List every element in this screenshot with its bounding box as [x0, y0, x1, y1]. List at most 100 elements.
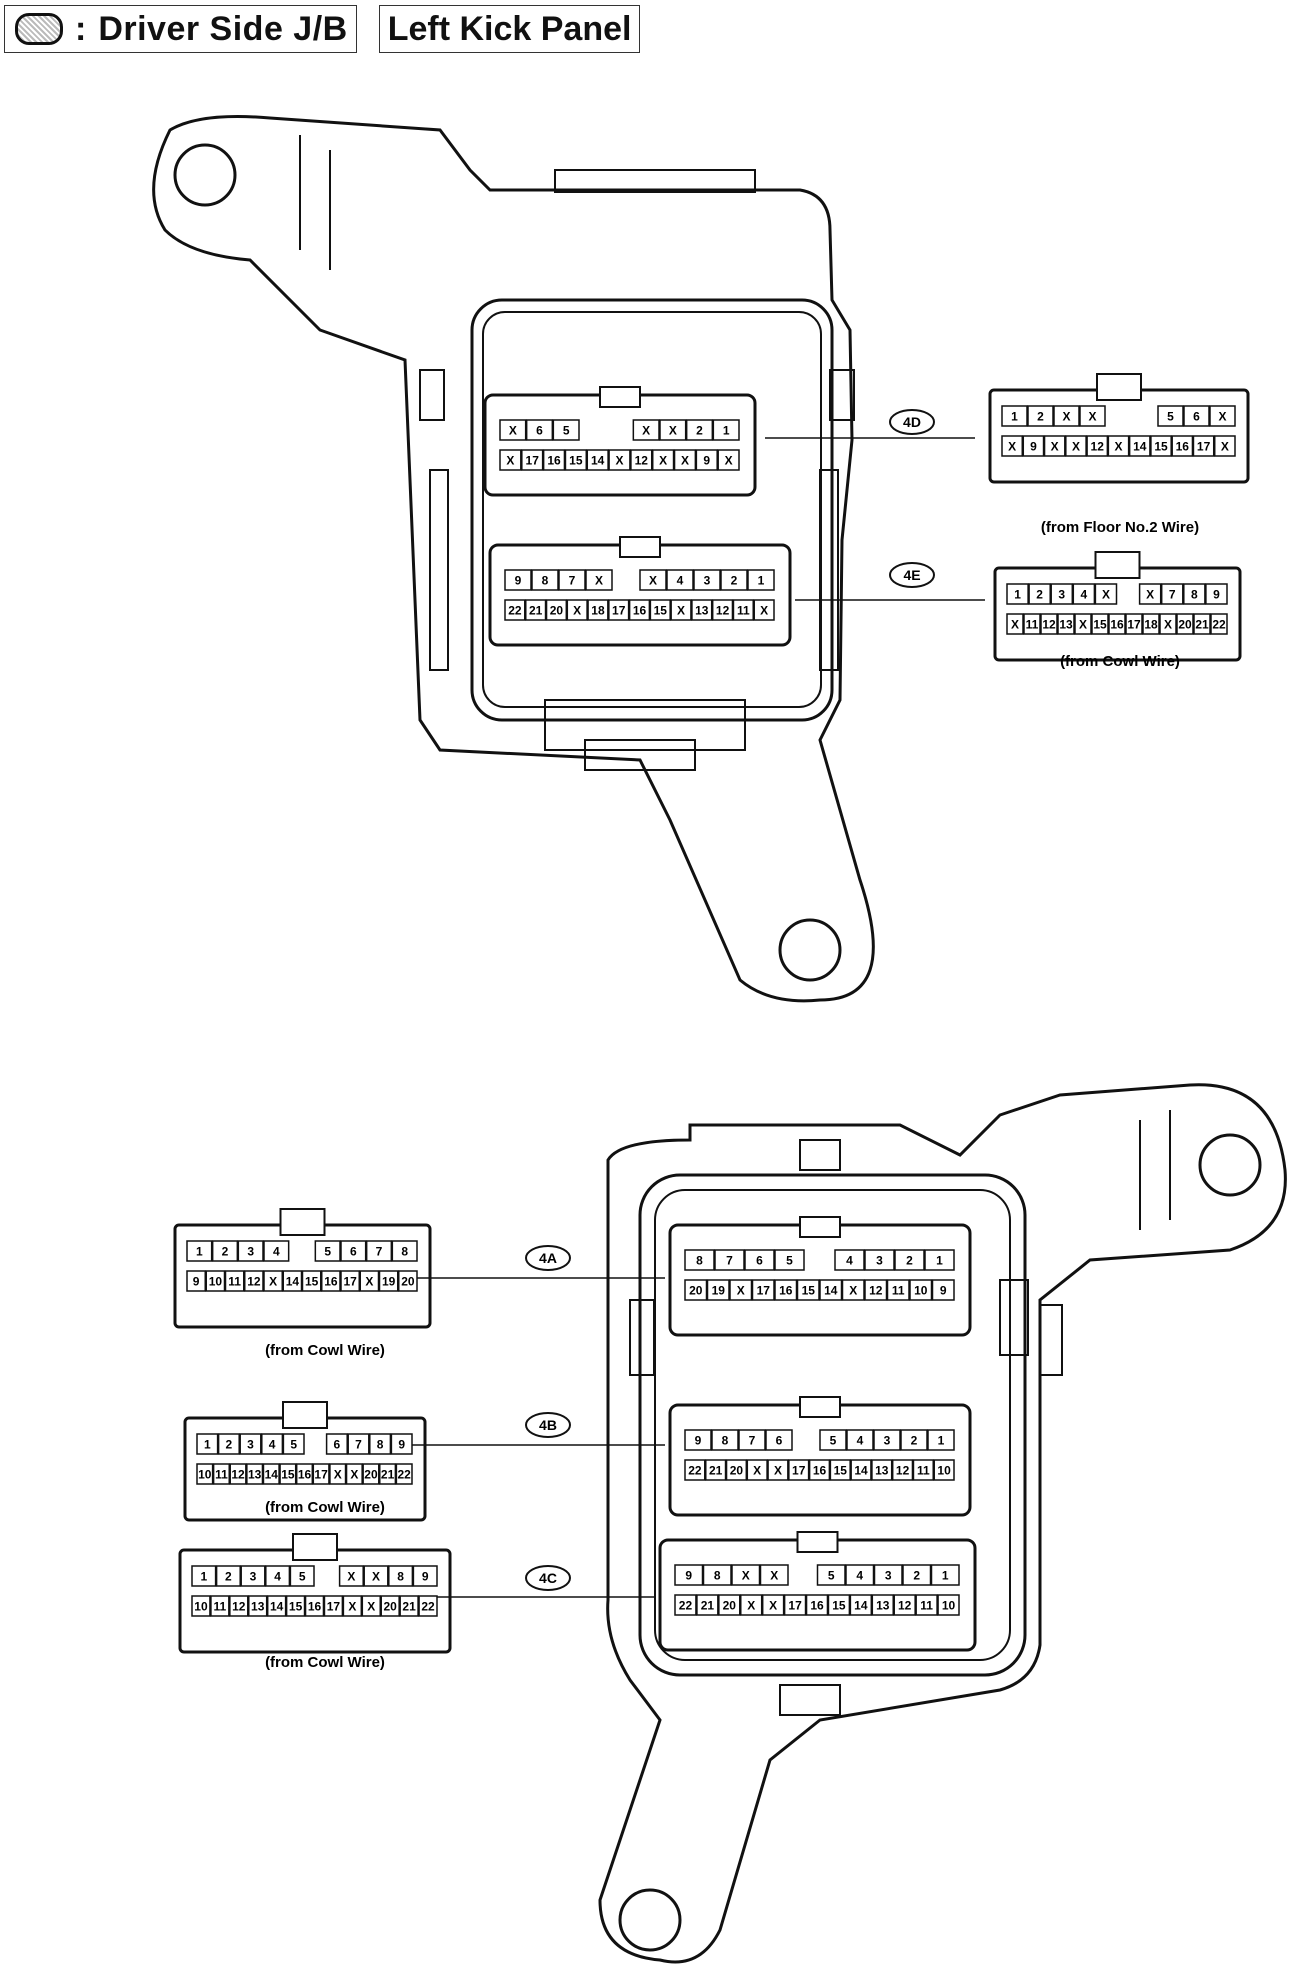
block-4e-pin-label: 13 — [695, 604, 709, 618]
plug-4b-pin-cell — [246, 1463, 264, 1485]
plug-4b-pin-cell — [196, 1433, 219, 1455]
plug-4a-pin-cell — [314, 1240, 341, 1262]
block-4c-pin-cell — [845, 1564, 875, 1586]
plug-4b-pin-cell — [390, 1433, 413, 1455]
block-4d-pin-label: 15 — [569, 454, 583, 468]
plug-4a-pin-label: 14 — [286, 1275, 300, 1289]
block-4b-pin-cell — [829, 1459, 851, 1481]
block-4d-pin-cell — [586, 449, 609, 471]
connector-id-tag-icon — [889, 409, 935, 435]
block-4a-pin-label: 9 — [940, 1284, 947, 1298]
block-4a-pin-cell — [909, 1279, 933, 1301]
block-4a-pin-label: 20 — [689, 1284, 703, 1298]
block-4e-pin-cell — [545, 599, 568, 621]
block-4b-pin-label: X — [753, 1464, 761, 1478]
connector-id-tag-icon — [525, 1245, 571, 1271]
block-4b-pin-cell — [871, 1459, 893, 1481]
plug-4d-pin-cell — [1065, 435, 1087, 457]
block-4d-pin-label: X — [681, 454, 689, 468]
block-4c-pin-cell — [849, 1594, 873, 1616]
block-4b-pin-cell — [846, 1429, 874, 1451]
plug-4e-pin-cell — [1050, 583, 1074, 605]
block-4c-pin-cell — [718, 1594, 741, 1616]
plug-4c-pin-cell — [266, 1595, 287, 1617]
plug-4e-pin-label: 18 — [1144, 618, 1158, 632]
plug-4e-pin-cell — [1028, 583, 1051, 605]
plug-4b-pin-label: 15 — [281, 1468, 295, 1482]
block-4b-pin-label: 10 — [937, 1464, 951, 1478]
block-4a-pin-cell — [744, 1249, 775, 1271]
block-connector-latch-icon — [599, 386, 641, 408]
plug-4a-pin-cell — [359, 1270, 380, 1292]
block-4e-pin-label: 4 — [677, 574, 684, 588]
plug-4d-pin-label: X — [1051, 440, 1059, 454]
block-4a-pin-cell — [864, 1279, 888, 1301]
plug-4b-pin-cell — [362, 1463, 380, 1485]
plug-4c-pin-label: 3 — [250, 1570, 257, 1584]
plug-4c-pin-cell — [323, 1595, 344, 1617]
plug-4e-pin-label: 8 — [1191, 588, 1198, 602]
block-4b-pin-cell — [684, 1459, 706, 1481]
top-mounting-hole-left-icon — [173, 143, 237, 207]
block-4e-pin-cell — [649, 599, 671, 621]
plug-4e-pin-label: X — [1011, 618, 1019, 632]
block-4c-pin-label: 4 — [856, 1569, 863, 1583]
connector-id-label: 4D — [903, 414, 921, 430]
plug-4a-pin-cell — [186, 1270, 206, 1292]
block-4a-pin-cell — [684, 1249, 715, 1271]
block-4c-pin-cell — [915, 1594, 938, 1616]
block-4b-pin-label: 7 — [749, 1434, 756, 1448]
plug-4d-pin-label: X — [1218, 410, 1226, 424]
mating-plug-lock-tab-icon — [282, 1401, 328, 1429]
plug-4b-pin-label: 8 — [377, 1438, 384, 1452]
plug-4d-pin-cell — [1027, 405, 1054, 427]
plug-4d-pin-cell — [1213, 435, 1236, 457]
block-4c-pin-cell — [873, 1564, 903, 1586]
block-4e-pin-cell — [691, 599, 713, 621]
block-4a-pin-cell — [706, 1279, 730, 1301]
block-4d-pin-cell — [717, 449, 740, 471]
top-mounting-hole-right-icon — [778, 918, 842, 982]
block-4b-pin-cell — [746, 1459, 768, 1481]
block-4b-pin-label: 5 — [830, 1434, 837, 1448]
plug-4d-pin-cell — [1001, 435, 1024, 457]
mating-plug-lock-tab-icon — [279, 1208, 326, 1236]
plug-4d-pin-label: X — [1221, 440, 1229, 454]
block-4d-pin-cell — [542, 449, 566, 471]
block-connector-latch-icon — [796, 1531, 839, 1553]
plug-4a-pin-label: 20 — [401, 1275, 415, 1289]
plug-4c-pin-cell — [304, 1595, 325, 1617]
block-connector-latch-icon — [619, 536, 661, 558]
plug-4a-pin-label: 7 — [376, 1245, 383, 1259]
plug-4b-pin-cell — [379, 1463, 397, 1485]
plug-4a-pin-cell — [263, 1270, 283, 1292]
block-4c-pin-label: X — [770, 1569, 778, 1583]
block-4a-pin-cell — [796, 1279, 820, 1301]
plug-4c-pin-label: X — [347, 1570, 355, 1584]
plug-4c-pin-cell — [361, 1595, 381, 1617]
block-4d-pin-cell — [712, 419, 740, 441]
plug-4c-pin-label: 22 — [421, 1600, 435, 1614]
block-4d-pin-label: X — [659, 454, 667, 468]
block-4b-pin-cell — [705, 1459, 727, 1481]
block-4e-pin-label: 16 — [633, 604, 647, 618]
plug-4c-pin-cell — [229, 1595, 249, 1617]
connector-caption: (from Cowl Wire) — [265, 1342, 385, 1359]
plug-4e-pin-cell — [1159, 613, 1177, 635]
plug-4e-pin-cell — [1210, 613, 1228, 635]
block-4c-pin-label: 22 — [679, 1599, 693, 1613]
block-4c-pin-cell — [731, 1564, 761, 1586]
bottom-junction-block-housing — [598, 1083, 1287, 1964]
connector-id-label: 4A — [539, 1250, 557, 1266]
block-4e-pin-label: 18 — [591, 604, 605, 618]
plug-4e-pin-cell — [1072, 583, 1096, 605]
block-4a-pin-label: 16 — [779, 1284, 793, 1298]
plug-4e-pin-cell — [1125, 613, 1143, 635]
block-4d-pin-cell — [521, 449, 544, 471]
block-connector-body — [483, 393, 757, 497]
plug-4d-pin-cell — [1053, 405, 1080, 427]
plug-4b-pin-cell — [395, 1463, 413, 1485]
